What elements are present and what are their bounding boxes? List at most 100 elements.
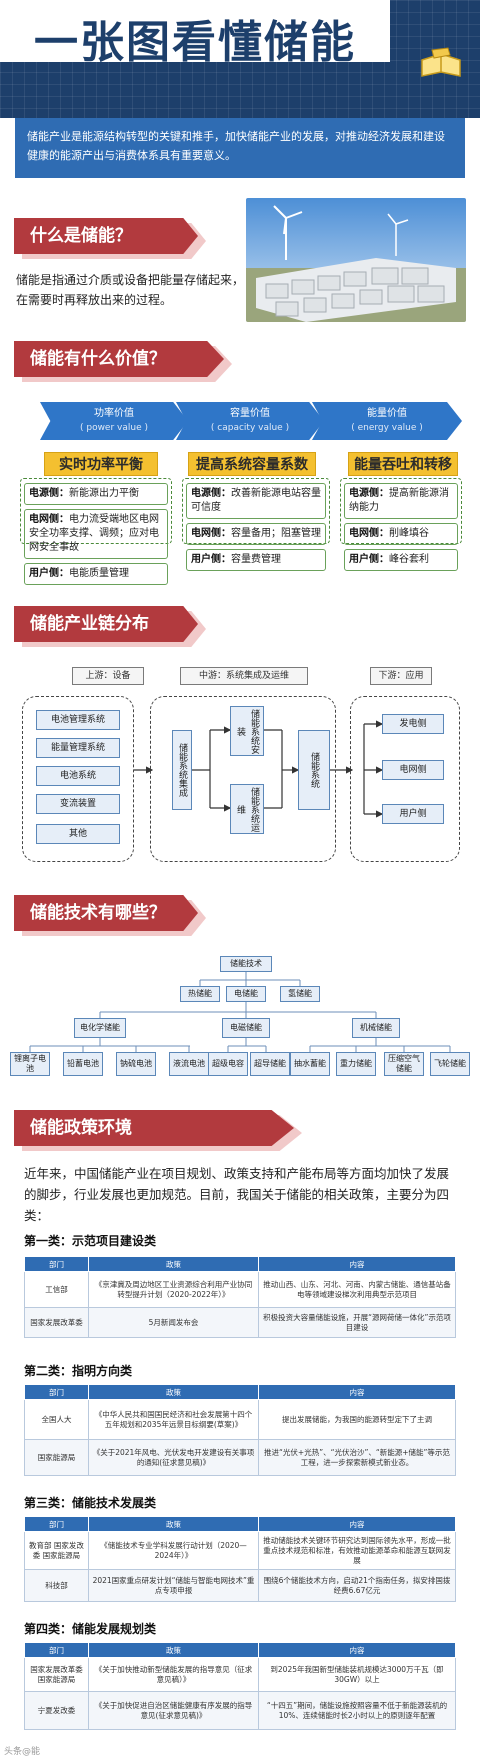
header-cell: 部门 [24, 1256, 89, 1272]
tech-leaf: 超级电容 [208, 1052, 248, 1076]
tech-leaf: 超导储能 [250, 1052, 290, 1076]
value-english: ( power value ) [79, 423, 148, 433]
table-cell: 《关于2021年风电、光伏发电开发建设有关事项的通知(征求意见稿)》 [88, 1439, 259, 1476]
table-cell: 推动山西、山东、河北、河南、内蒙古储能、通信基站备电等领域建设梯次利用典型示范项… [258, 1271, 456, 1308]
value-headline-capacity: 提高系统容量系数 [188, 452, 316, 476]
upstream-label: 上游：设备 [72, 667, 144, 685]
table-cell: 5月新闻发布会 [88, 1307, 259, 1338]
row-text: 削峰填谷 [389, 528, 429, 539]
tech-level1: 电储能 [226, 986, 266, 1002]
row-label: 电网侧： [349, 528, 389, 539]
table-cell: 《京津冀及周边地区工业资源综合利用产业协同转型提升计划（2020-2022年）》 [88, 1271, 259, 1308]
table-cell: 积极投资大容量储能设施，开展“源网荷储一体化”示范项目建设 [258, 1307, 456, 1338]
table-row: 国家发展改革委 国家能源局《关于加快推动新型储能发展的指导意见（征求意见稿）》到… [24, 1657, 456, 1692]
tech-root: 储能技术 [220, 956, 272, 972]
table-cell: 《关于加快推动新型储能发展的指导意见（征求意见稿）》 [88, 1657, 259, 1692]
row-text: 改善新能源电站容量可信度 [191, 488, 321, 513]
table-cell: 《中华人民共和国国民经济和社会发展第十四个五年规划和2035年远景目标纲要(草案… [88, 1399, 259, 1440]
row-label: 电源侧： [191, 488, 231, 499]
midstream-label: 中游：系统集成及运维 [180, 667, 308, 685]
upstream-item: 变流装置 [36, 794, 120, 814]
title-bar [0, 0, 390, 62]
table-row: 教育部 国家发改委 国家能源局《储能技术专业学科发展行动计划（2020—2024… [24, 1531, 456, 1570]
tech-leaf: 钠硫电池 [116, 1052, 156, 1076]
policy-table: 部门政策内容 全国人大《中华人民共和国国民经济和社会发展第十四个五年规划和203… [24, 1384, 456, 1476]
row-label: 电源侧： [349, 488, 389, 499]
value-headline-power: 实时功率平衡 [44, 452, 158, 476]
value-headline-energy: 能量吞吐和转移 [348, 452, 458, 476]
section-value-title: 储能有什么价值？ [14, 341, 224, 377]
value-row: 电网侧：削峰填谷 [344, 523, 458, 545]
header-cell: 内容 [258, 1642, 456, 1658]
header-cell: 部门 [24, 1642, 89, 1658]
downstream-item: 电网侧 [382, 760, 444, 780]
table-row: 宁夏发改委《关于加快促进自治区储能健康有序发展的指导意见(征求意见稿)》“十四五… [24, 1691, 456, 1730]
upstream-item: 电池管理系统 [36, 710, 120, 730]
header-cell: 部门 [24, 1516, 89, 1532]
value-box-capacity: 电源侧：改善新能源电站容量可信度 电网侧：容量备用；阻塞管理 用户侧：容量费管理 [182, 478, 330, 571]
header-cell: 部门 [24, 1384, 89, 1400]
table-header-row: 部门政策内容 [24, 1516, 456, 1532]
value-box-power: 电源侧：新能源出力平衡 电网侧：电力流受端地区电网安全功率支撑、调频；应对电网安… [20, 478, 172, 585]
table-cell: 围绕6个储能技术方向，启动21个指南任务，拟安排国拨经费6.67亿元 [258, 1569, 456, 1602]
midstream-group [150, 696, 336, 862]
value-english: ( capacity value ) [210, 423, 290, 433]
table-cell: 工信部 [24, 1271, 89, 1308]
upstream-item: 其他 [36, 824, 120, 844]
book-icon [421, 47, 461, 77]
intro-text: 储能产业是能源结构转型的关键和推手，加快储能产业的发展，对推动经济发展和建设健康… [15, 118, 465, 178]
table-cell: 推动储能技术关键环节研究达到国际领先水平，形成一批重点技术规范和标准，有效推动能… [258, 1531, 456, 1570]
table-header-row: 部门政策内容 [24, 1642, 456, 1658]
table-cell: 提出发展储能，为我国的能源转型定下了主调 [258, 1399, 456, 1440]
table-row: 全国人大《中华人民共和国国民经济和社会发展第十四个五年规划和2035年远景目标纲… [24, 1399, 456, 1440]
table-row: 国家能源局《关于2021年风电、光伏发电开发建设有关事项的通知(征求意见稿)》推… [24, 1439, 456, 1476]
tech-leaf: 压缩空气储能 [384, 1052, 424, 1076]
value-arrow-power: 功率价值 ( power value ) [40, 402, 188, 440]
table-cell: “十四五”期间，储能设施按照容量不低于新能源装机的10%、连续储能时长2小时以上… [258, 1691, 456, 1730]
row-text: 容量费管理 [231, 554, 281, 565]
tech-level1: 热储能 [180, 986, 220, 1002]
header-cell: 内容 [258, 1384, 456, 1400]
downstream-label: 下游：应用 [370, 667, 432, 685]
upstream-group [22, 696, 134, 862]
table-cell: 《储能技术专业学科发展行动计划（2020—2024年）》 [88, 1531, 259, 1570]
policy-category-title: 第四类：储能发展规划类 [24, 1622, 157, 1636]
row-text: 新能源出力平衡 [69, 488, 139, 499]
tech-level1: 氢储能 [280, 986, 320, 1002]
operation-box: 储能系统运维 [230, 784, 264, 834]
value-arrow-capacity: 容量价值 ( capacity value ) [176, 402, 324, 440]
row-text: 容量备用；阻塞管理 [231, 528, 321, 539]
upstream-item: 电池系统 [36, 766, 120, 786]
section-chain-title: 储能产业链分布 [14, 606, 198, 642]
upstream-item: 能量管理系统 [36, 738, 120, 758]
value-name: 能量价值 [367, 408, 407, 419]
policy-category-title: 第三类：储能技术发展类 [24, 1496, 157, 1510]
header-cell: 政策 [88, 1256, 259, 1272]
table-cell: 教育部 国家发改委 国家能源局 [24, 1531, 89, 1570]
row-text: 电力流受端地区电网安全功率支撑、调频；应对电网安全事故 [29, 514, 159, 553]
downstream-group [350, 696, 460, 862]
tech-leaf: 重力储能 [336, 1052, 376, 1076]
header-cell: 政策 [88, 1516, 259, 1532]
energy-storage-station-image [246, 198, 466, 322]
downstream-item: 发电侧 [382, 714, 444, 734]
section-tech-title: 储能技术有哪些？ [14, 895, 198, 931]
page-title: 一张图看懂储能 [34, 17, 356, 68]
value-row: 用户侧：容量费管理 [186, 549, 326, 571]
value-english: ( energy value ) [351, 423, 423, 433]
row-label: 电网侧： [191, 528, 231, 539]
row-label: 电网侧： [29, 514, 69, 525]
install-box: 储能系统安装 [230, 706, 264, 756]
header-cell: 政策 [88, 1384, 259, 1400]
table-row: 工信部《京津冀及周边地区工业资源综合利用产业协同转型提升计划（2020-2022… [24, 1271, 456, 1308]
value-name: 容量价值 [230, 408, 270, 419]
tech-leaf: 铅蓄电池 [63, 1052, 103, 1076]
table-cell: 国家发展改革委 [24, 1307, 89, 1338]
policy-category-title: 第一类：示范项目建设类 [24, 1234, 157, 1248]
value-name: 功率价值 [94, 408, 134, 419]
policy-table: 部门政策内容 工信部《京津冀及周边地区工业资源综合利用产业协同转型提升计划（20… [24, 1256, 456, 1338]
value-row: 电网侧：电力流受端地区电网安全功率支撑、调频；应对电网安全事故 [24, 509, 168, 559]
row-text: 峰谷套利 [389, 554, 429, 565]
table-header-row: 部门政策内容 [24, 1256, 456, 1272]
